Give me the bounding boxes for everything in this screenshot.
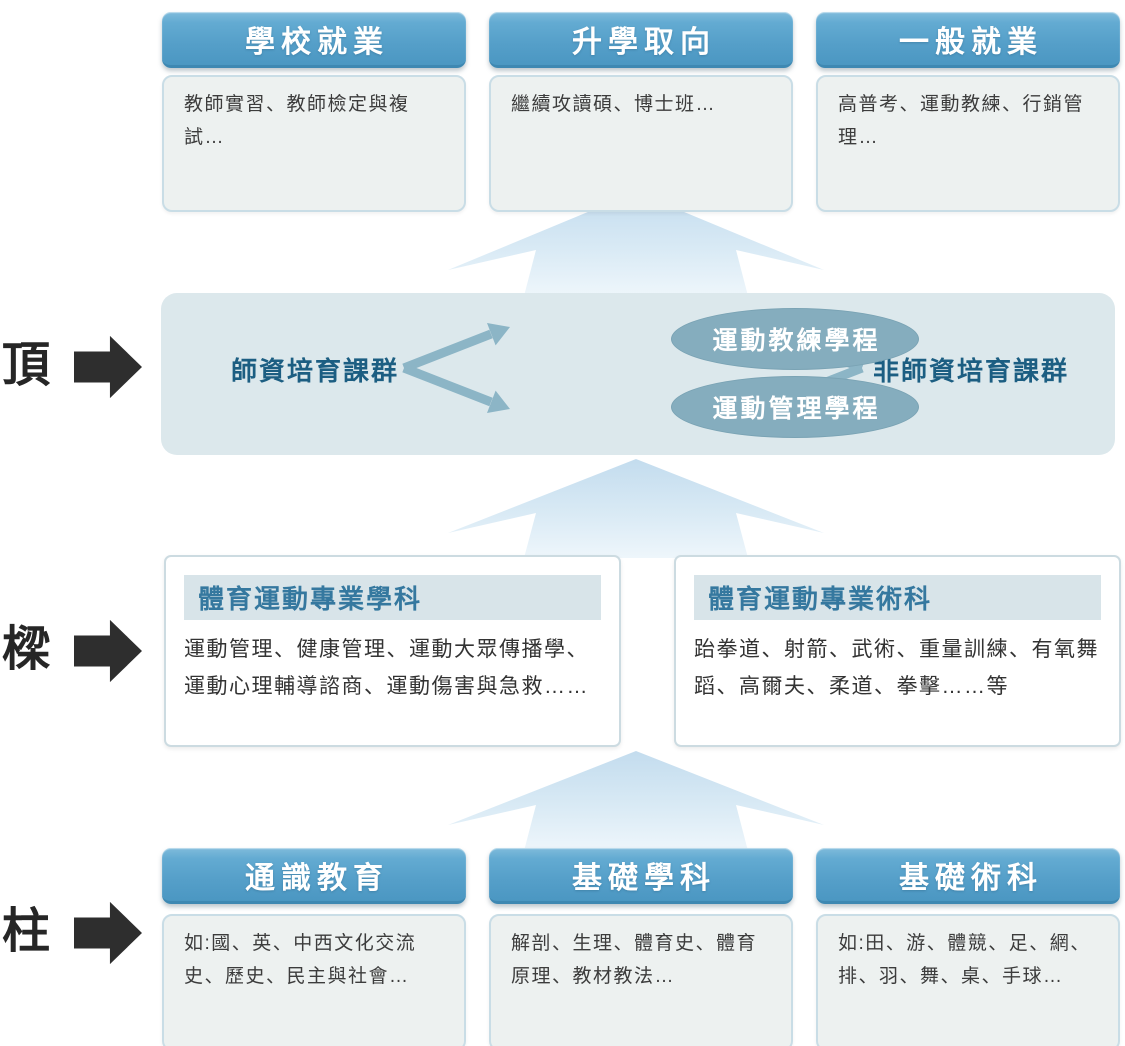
teacher-track-label: 師資培育課群: [230, 356, 399, 386]
academic-subjects-box: 體育運動專業學科 運動管理、健康管理、運動大眾傳播學、運動心理輔導諮商、運動傷害…: [164, 555, 621, 747]
pillar-card-basic-practical: 基礎術科 如:田、游、體競、足、網、排、羽、舞、桌、手球…: [816, 848, 1120, 1046]
left-fork-arrows: [402, 323, 510, 413]
practical-subjects-body: 跆拳道、射箭、武術、重量訓練、有氧舞蹈、高爾夫、柔道、拳擊……等: [694, 638, 1099, 699]
practical-subjects-box: 體育運動專業術科 跆拳道、射箭、武術、重量訓練、有氧舞蹈、高爾夫、柔道、拳擊………: [674, 555, 1121, 747]
outcome-note-general-employment: 高普考、運動教練、行銷管理…: [816, 75, 1120, 212]
pillar-title-basic-practical: 基礎術科: [816, 848, 1120, 904]
side-arrow-pillar-icon: [74, 901, 142, 965]
pillar-note-basic-practical: 如:田、游、體競、足、網、排、羽、舞、桌、手球…: [816, 914, 1120, 1046]
outcome-note-further-study: 繼續攻讀碩、博士班…: [489, 75, 793, 212]
side-label-beam: 樑: [2, 623, 51, 676]
outcome-title-further-study: 升學取向: [489, 12, 793, 68]
management-program-ellipse: 運動管理學程: [671, 376, 919, 438]
academic-subjects-body: 運動管理、健康管理、運動大眾傳播學、運動心理輔導諮商、運動傷害與急救……: [184, 638, 589, 699]
side-label-top: 頂: [2, 339, 51, 392]
pillar-title-basic-academic: 基礎學科: [489, 848, 793, 904]
outcome-note-school: 教師實習、教師檢定與複試…: [162, 75, 466, 212]
side-arrow-top-icon: [74, 335, 142, 399]
side-arrow-beam-icon: [74, 619, 142, 683]
outcome-title-general-employment: 一般就業: [816, 12, 1120, 68]
non-teacher-track-label: 非師資培育課群: [872, 356, 1069, 386]
pillar-note-basic-academic: 解剖、生理、體育史、體育原理、教材教法…: [489, 914, 793, 1046]
outcome-card-general-employment: 一般就業 高普考、運動教練、行銷管理…: [816, 12, 1120, 212]
side-label-pillar: 柱: [2, 905, 51, 958]
flow-up-arrow-top: [448, 192, 824, 296]
pillar-card-general-education: 通識教育 如:國、英、中西文化交流史、歷史、民主與社會…: [162, 848, 466, 1046]
outcome-card-further-study: 升學取向 繼續攻讀碩、博士班…: [489, 12, 793, 212]
core-programs-band: 師資培育課群 非師資培育課群 運動教練學程 運動管理學程: [161, 293, 1115, 455]
practical-subjects-title: 體育運動專業術科: [694, 575, 1101, 620]
pillar-card-basic-academic: 基礎學科 解剖、生理、體育史、體育原理、教材教法…: [489, 848, 793, 1046]
outcome-title-school: 學校就業: [162, 12, 466, 68]
pillar-note-general-education: 如:國、英、中西文化交流史、歷史、民主與社會…: [162, 914, 466, 1046]
coach-program-ellipse: 運動教練學程: [671, 308, 919, 370]
flow-up-arrow-middle: [448, 459, 824, 558]
flow-up-arrow-bottom: [448, 751, 824, 851]
outcome-card-school: 學校就業 教師實習、教師檢定與複試…: [162, 12, 466, 212]
pillar-title-general-education: 通識教育: [162, 848, 466, 904]
academic-subjects-title: 體育運動專業學科: [184, 575, 601, 620]
